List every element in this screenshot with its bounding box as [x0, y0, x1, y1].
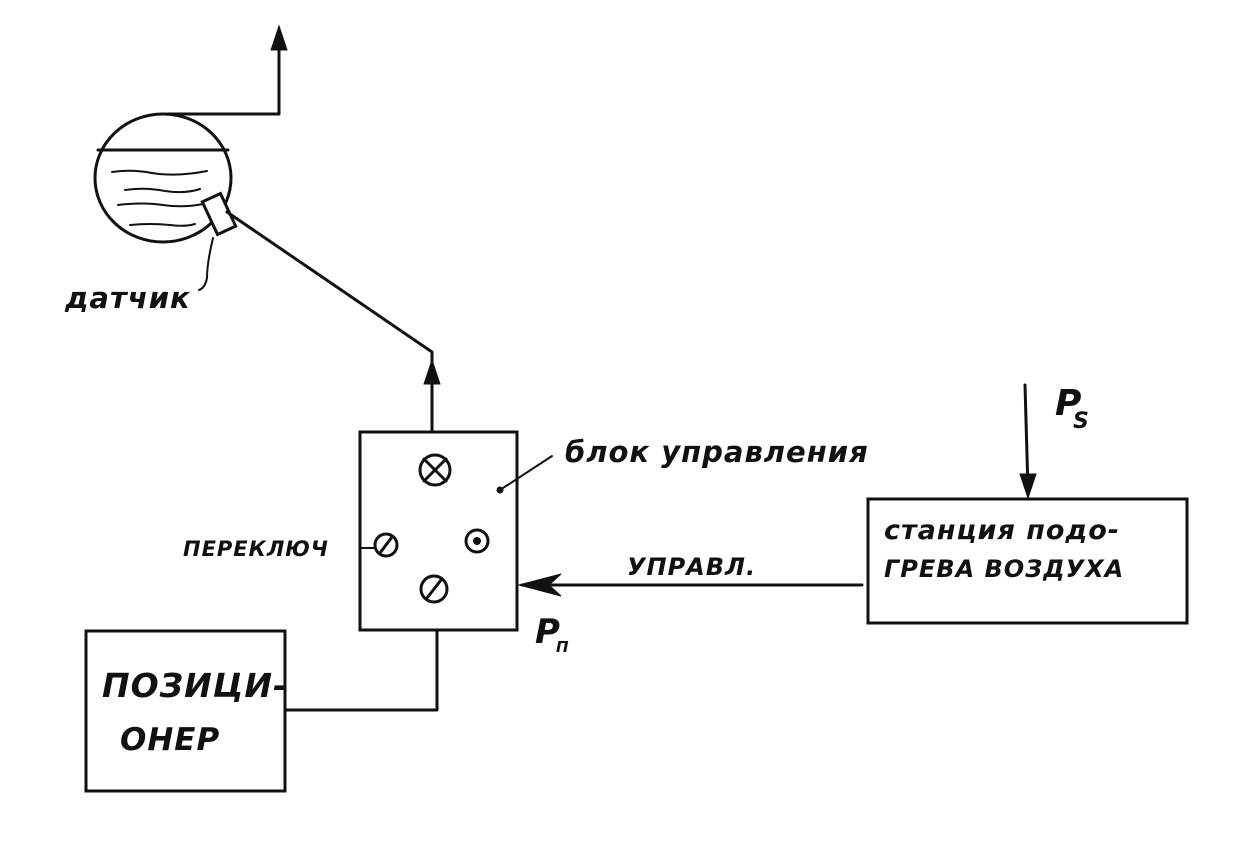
ps-label: P — [1055, 383, 1082, 424]
pn-label: P — [535, 612, 561, 652]
control-output-arrow-head — [423, 358, 441, 385]
control-block-leader-line — [499, 455, 553, 491]
switch-icon — [373, 532, 399, 558]
supply-line — [1023, 383, 1030, 492]
positioner-box — [84, 629, 287, 793]
air-station-line1: станция подо- — [884, 515, 1120, 546]
switch-label: ПЕРЕКЛЮЧ — [183, 537, 329, 561]
positioner-line1: ПОЗИЦИ- — [102, 666, 288, 705]
control-signal-arrow-head — [517, 573, 562, 597]
positioner-line2: ОНЕР — [120, 722, 220, 758]
ps-subscript: S — [1073, 409, 1090, 434]
sensor-label: датчик — [64, 281, 191, 315]
sensor-body — [200, 191, 238, 237]
supply-arrow-head — [1019, 473, 1037, 500]
sensor-leader-line — [198, 237, 214, 291]
air-station-line2: ГРЕВА ВОЗДУХА — [884, 555, 1124, 583]
sensor-to-control-line — [225, 210, 434, 432]
control-block-label: блок управления — [565, 435, 869, 469]
control-to-positioner-line — [284, 628, 439, 712]
air-station-box — [866, 497, 1189, 625]
liquid-wave-2 — [124, 187, 201, 194]
liquid-wave-4 — [129, 223, 196, 227]
valve-x-icon — [418, 453, 452, 487]
pn-subscript: П — [556, 638, 570, 656]
tank-outline — [93, 112, 233, 244]
liquid-wave-1 — [111, 169, 208, 176]
tank — [93, 112, 233, 244]
vent-pipe — [166, 38, 281, 116]
indicator-dot-icon — [464, 528, 490, 554]
control-signal-label: УПРАВЛ. — [627, 553, 756, 581]
vent-arrow-head — [270, 24, 288, 51]
slashed-circle-lower-icon — [419, 574, 449, 604]
liquid-wave-3 — [117, 202, 204, 208]
